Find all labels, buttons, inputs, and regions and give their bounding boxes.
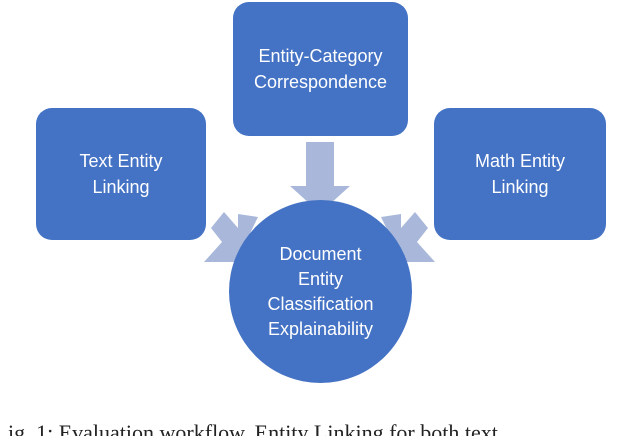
node-entity-category-correspondence: Entity-Category Correspondence <box>233 2 408 136</box>
node-label: Entity-Category Correspondence <box>253 46 388 92</box>
node-math-entity-linking: Math Entity Linking <box>434 108 606 240</box>
arrow-top-to-center <box>290 142 350 213</box>
arrow-left-to-center <box>204 212 258 262</box>
node-document-entity-classification-explainability: Document Entity Classification Explainab… <box>229 200 412 383</box>
node-label: Text Entity Linking <box>79 151 163 197</box>
node-label: Document Entity Classification Explainab… <box>267 243 374 339</box>
node-label: Math Entity Linking <box>474 151 566 197</box>
figure-caption: ig. 1: Evaluation workflow. Entity Linki… <box>0 420 638 436</box>
node-text-entity-linking: Text Entity Linking <box>36 108 206 240</box>
caption-text: ig. 1: Evaluation workflow. Entity Linki… <box>8 420 498 436</box>
arrow-right-to-center <box>381 212 435 262</box>
